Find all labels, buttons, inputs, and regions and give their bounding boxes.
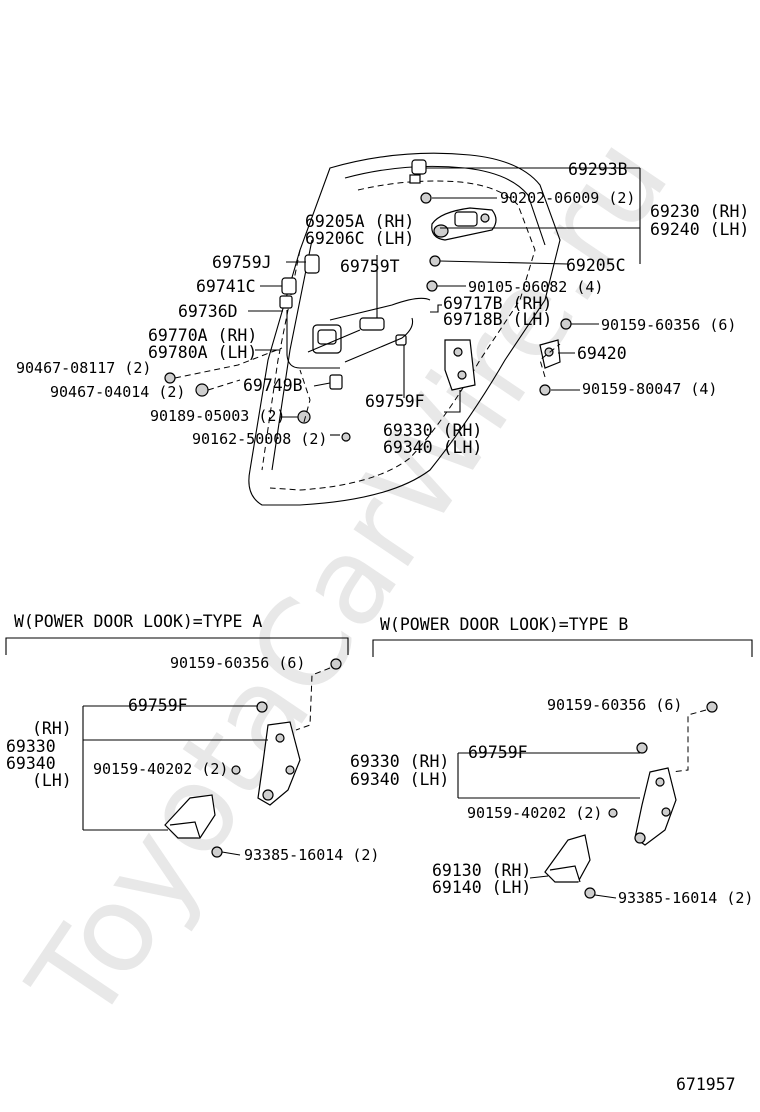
label-69741C: 69741C bbox=[196, 277, 256, 296]
type-a-label-lh: (LH) bbox=[32, 771, 72, 790]
label-69759T: 69759T bbox=[340, 257, 400, 276]
type-a-label-90159-40202: 90159-40202 (2) bbox=[93, 760, 228, 778]
label-69205A: 69205A (RH) bbox=[305, 212, 414, 231]
label-90202-06009: 90202-06009 (2) bbox=[500, 189, 635, 207]
type-b-label-90159-40202: 90159-40202 (2) bbox=[467, 804, 602, 822]
label-90467-04014: 90467-04014 (2) bbox=[50, 383, 185, 401]
type-a-label-69759F: 69759F bbox=[128, 696, 188, 715]
label-69330: 69330 (RH) bbox=[383, 421, 482, 440]
label-69293B: 69293B bbox=[568, 160, 628, 179]
type-a-section: W(POWER DOOR LOOK)=TYPE A 90159-60356 (6… bbox=[5, 612, 379, 864]
type-b-label-69340: 69340 (LH) bbox=[350, 770, 449, 789]
type-a-label-90159-60356: 90159-60356 (6) bbox=[170, 654, 305, 672]
outside-handle-part bbox=[431, 207, 497, 241]
rods bbox=[286, 297, 431, 369]
type-b-label-69140: 69140 (LH) bbox=[432, 878, 531, 897]
type-b-label-69330: 69330 (RH) bbox=[350, 752, 449, 771]
label-90162-50008: 90162-50008 (2) bbox=[192, 430, 327, 448]
label-69759F: 69759F bbox=[365, 392, 425, 411]
label-69780A: 69780A (LH) bbox=[148, 343, 257, 362]
label-69770A: 69770A (RH) bbox=[148, 326, 257, 345]
label-69420: 69420 bbox=[577, 344, 627, 363]
label-69718B: 69718B (LH) bbox=[443, 310, 552, 329]
label-69230: 69230 (RH) bbox=[650, 202, 749, 221]
type-b-label-90159-60356: 90159-60356 (6) bbox=[547, 696, 682, 714]
type-a-label-93385-16014: 93385-16014 (2) bbox=[244, 846, 379, 864]
label-69749B: 69749B bbox=[243, 376, 303, 395]
label-69240: 69240 (LH) bbox=[650, 220, 749, 239]
type-a-heading: W(POWER DOOR LOOK)=TYPE A bbox=[14, 612, 262, 631]
label-90159-80047: 90159-80047 (4) bbox=[582, 380, 717, 398]
label-90189-05003: 90189-05003 (2) bbox=[150, 407, 285, 425]
label-69717B: 69717B (RH) bbox=[443, 294, 552, 313]
type-b-label-93385-16014: 93385-16014 (2) bbox=[618, 889, 753, 907]
type-b-heading: W(POWER DOOR LOOK)=TYPE B bbox=[380, 615, 628, 634]
label-90467-08117: 90467-08117 (2) bbox=[16, 359, 151, 377]
leader-lines-main bbox=[174, 167, 641, 436]
label-90159-60356: 90159-60356 (6) bbox=[601, 316, 736, 334]
label-69736D: 69736D bbox=[178, 302, 238, 321]
small-parts bbox=[164, 159, 572, 442]
label-90105-06082: 90105-06082 (4) bbox=[468, 278, 603, 296]
watermark: ToyotaCarWire.ru bbox=[3, 113, 696, 1047]
type-a-label-rh: (RH) bbox=[32, 719, 72, 738]
label-69205C: 69205C bbox=[566, 256, 626, 275]
type-b-section: W(POWER DOOR LOOK)=TYPE B 90159-60356 (6… bbox=[350, 615, 753, 907]
door-panel-outline bbox=[248, 152, 561, 506]
type-a-label-69330: 69330 bbox=[6, 737, 56, 756]
diagram-number: 671957 bbox=[676, 1075, 736, 1094]
label-69759J: 69759J bbox=[212, 253, 272, 272]
label-69340: 69340 (LH) bbox=[383, 438, 482, 457]
type-b-label-69130: 69130 (RH) bbox=[432, 861, 531, 880]
label-69206C: 69206C (LH) bbox=[305, 229, 414, 248]
type-b-label-69759F: 69759F bbox=[468, 743, 528, 762]
main-labels: 69293B 90202-06009 (2) 69230 (RH) 69240 … bbox=[16, 160, 749, 457]
type-a-label-69340: 69340 bbox=[6, 754, 56, 773]
